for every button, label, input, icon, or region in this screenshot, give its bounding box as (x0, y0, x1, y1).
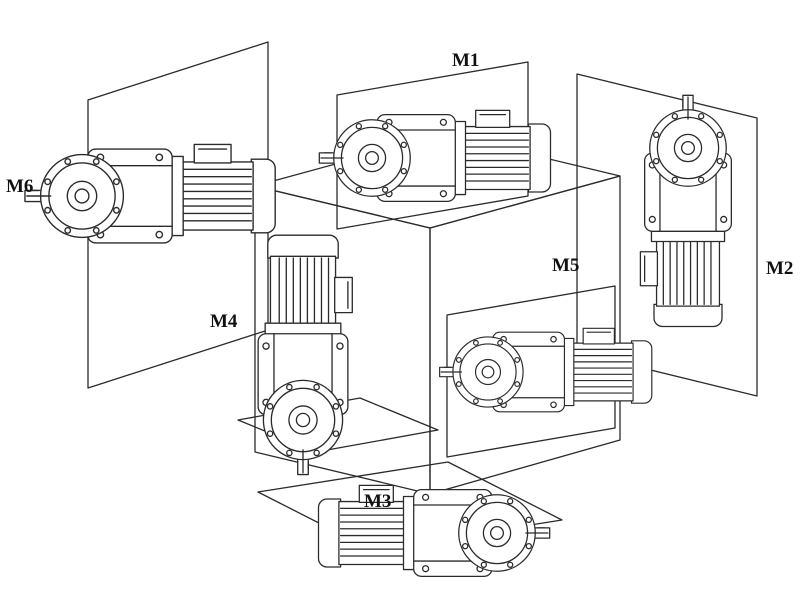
gearmotor-m1 (318, 109, 552, 202)
gearmotor-m6 (24, 143, 276, 244)
mounting-plane-m1 (336, 61, 529, 230)
mounting-plane-m2 (576, 73, 758, 397)
label-m4: M4 (210, 311, 238, 332)
diagram-root: M1 M2 M3 M4 M5 M6 (6, 41, 793, 577)
label-m5: M5 (552, 255, 579, 276)
position-labels: M1 M2 M3 M4 M5 M6 (6, 50, 793, 512)
cube-right-face (429, 175, 621, 495)
label-m1: M1 (452, 50, 479, 71)
label-m3: M3 (364, 491, 391, 512)
gearmotor-m4 (257, 234, 353, 476)
mounting-plane-m5 (446, 285, 616, 458)
gearmotor-m2 (639, 94, 732, 328)
gearmotor-m3 (317, 484, 551, 577)
label-m6: M6 (6, 176, 33, 197)
label-m2: M2 (766, 258, 793, 279)
